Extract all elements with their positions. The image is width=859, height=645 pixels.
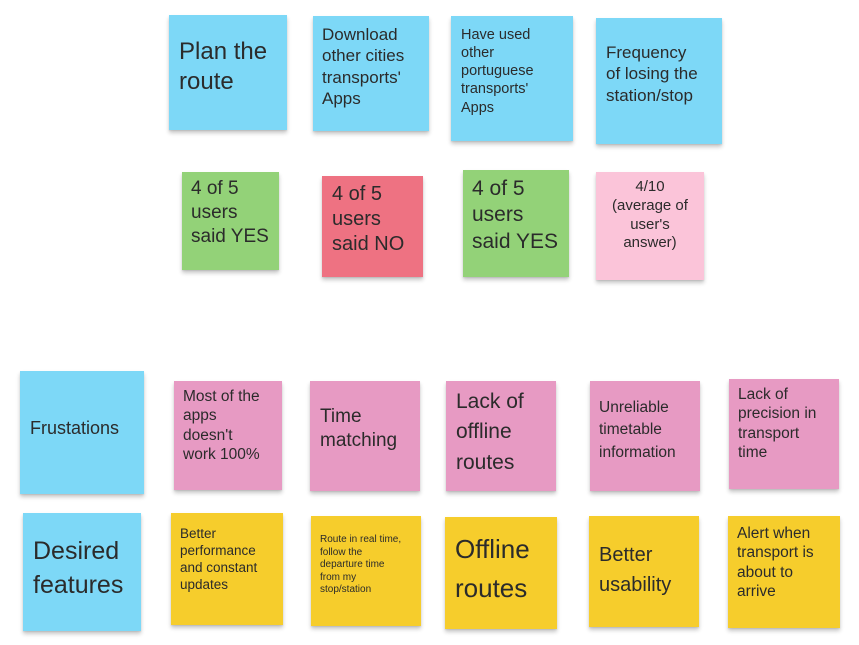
sticky-note-feature-performance[interactable]: Better performance and constant updates	[171, 513, 283, 625]
sticky-note-frustration-unreliable-timetable[interactable]: Unreliable timetable information	[590, 381, 700, 491]
sticky-note-download-other-apps[interactable]: Download other cities transports' Apps	[313, 16, 429, 131]
sticky-note-answer-plan-route[interactable]: 4 of 5 users said YES	[182, 172, 279, 270]
sticky-note-feature-real-time-route[interactable]: Route in real time, follow the departure…	[311, 516, 421, 626]
sticky-note-used-portuguese-apps[interactable]: Have used other portuguese transports' A…	[451, 16, 573, 141]
sticky-note-feature-offline-routes[interactable]: Offline routes	[445, 517, 557, 629]
sticky-note-answer-used-portuguese-apps[interactable]: 4 of 5 users said YES	[463, 170, 569, 277]
sticky-note-frustration-time-matching[interactable]: Time matching	[310, 381, 420, 491]
sticky-note-answer-losing-stop-frequency[interactable]: 4/10 (average of user's answer)	[596, 172, 704, 280]
sticky-note-answer-download-other-apps[interactable]: 4 of 5 users said NO	[322, 176, 423, 277]
sticky-note-frustrations-label[interactable]: Frustations	[20, 371, 144, 494]
sticky-note-feature-usability[interactable]: Better usability	[589, 516, 699, 627]
sticky-note-frustration-no-offline-routes[interactable]: Lack of offline routes	[446, 381, 556, 491]
sticky-note-desired-features-label[interactable]: Desired features	[23, 513, 141, 631]
sticky-note-feature-arrival-alert[interactable]: Alert when transport is about to arrive	[728, 516, 840, 628]
sticky-note-losing-stop-frequency[interactable]: Frequency of losing the station/stop	[596, 18, 722, 144]
sticky-note-frustration-imprecise-time[interactable]: Lack of precision in transport time	[729, 379, 839, 489]
sticky-note-plan-route[interactable]: Plan the route	[169, 15, 287, 130]
sticky-note-frustration-apps-not-working[interactable]: Most of the apps doesn't work 100%	[174, 381, 282, 490]
